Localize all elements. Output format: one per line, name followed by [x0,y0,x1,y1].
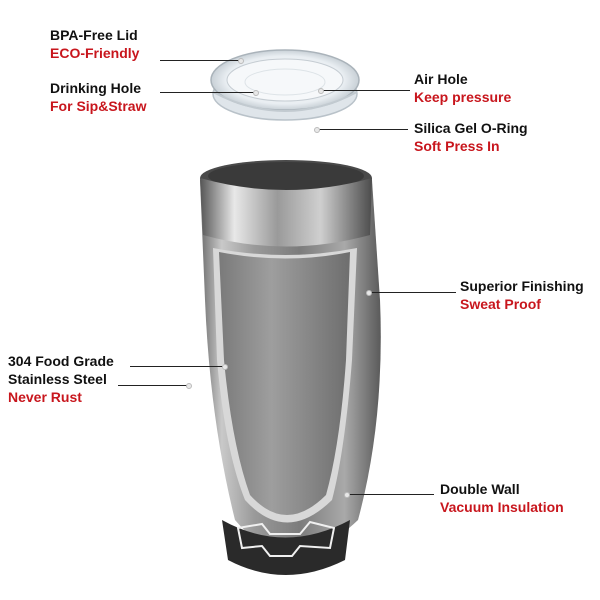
lid-point [238,58,244,64]
air-hole-callout: Air Hole Keep pressure [414,70,511,106]
steel-callout: 304 Food Grade Stainless Steel Never Rus… [8,352,114,406]
finishing-leader [370,292,456,293]
drinking-hole-title: Drinking Hole [50,80,142,96]
lid-leader [160,60,240,61]
finishing-title: Superior Finishing [460,278,584,294]
o-ring-subtitle: Soft Press In [414,138,500,154]
air-hole-leader [322,90,410,91]
lid-graphic [210,49,360,121]
wall-title: Double Wall [440,481,520,497]
finishing-subtitle: Sweat Proof [460,296,541,312]
lid-subtitle: ECO-Friendly [50,45,140,61]
wall-point [344,492,350,498]
o-ring-point [314,127,320,133]
drinking-hole-leader [160,92,255,93]
steel-leader [130,366,225,367]
air-hole-subtitle: Keep pressure [414,89,512,105]
air-hole-point [318,88,324,94]
finishing-point [366,290,372,296]
o-ring-leader [318,129,408,130]
o-ring-title: Silica Gel O-Ring [414,120,528,136]
steel-title-line1: 304 Food Grade [8,353,114,369]
steel-subtitle: Never Rust [8,389,82,405]
steel-point-2 [186,383,192,389]
finishing-callout: Superior Finishing Sweat Proof [460,277,584,313]
drinking-hole-point [253,90,259,96]
wall-leader [348,494,434,495]
lid-title: BPA-Free Lid [50,27,138,43]
steel-title-line2: Stainless Steel [8,371,107,387]
air-hole-title: Air Hole [414,71,468,87]
body-graphic [200,160,381,575]
wall-callout: Double Wall Vacuum Insulation [440,480,564,516]
o-ring-callout: Silica Gel O-Ring Soft Press In [414,119,528,155]
wall-subtitle: Vacuum Insulation [440,499,564,515]
drinking-hole-subtitle: For Sip&Straw [50,98,147,114]
steel-leader-2 [118,385,188,386]
steel-point [222,364,228,370]
drinking-hole-callout: Drinking Hole For Sip&Straw [50,79,146,115]
lid-callout: BPA-Free Lid ECO-Friendly [50,26,139,62]
